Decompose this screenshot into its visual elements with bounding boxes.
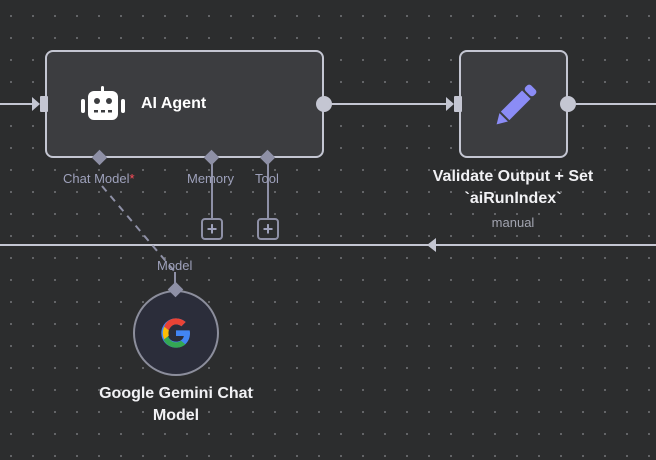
plus-icon: + — [262, 219, 274, 239]
gemini-title-line2: Model — [152, 407, 200, 424]
gemini-node[interactable] — [133, 290, 219, 376]
gemini-title: Google Gemini Chat Model — [76, 383, 276, 427]
add-tool-button[interactable]: + — [257, 218, 279, 240]
validate-output-port[interactable] — [560, 96, 576, 112]
plus-icon: + — [206, 219, 218, 239]
ai-agent-title: AI Agent — [141, 95, 207, 112]
ai-agent-node[interactable]: AI Agent — [45, 50, 324, 158]
chat-model-label-text: Chat Model — [63, 171, 130, 186]
gemini-title-line1: Google Gemini Chat — [99, 385, 253, 402]
ai-agent-output-port[interactable] — [316, 96, 332, 112]
add-memory-button[interactable]: + — [201, 218, 223, 240]
chat-model-port-label: Chat Model* — [63, 171, 135, 186]
arrowhead-left — [427, 238, 436, 252]
google-g-icon — [160, 317, 192, 354]
robot-icon — [80, 86, 126, 129]
gemini-output-label: Model — [157, 258, 193, 273]
tool-port-label: Tool — [255, 171, 279, 186]
validate-title-line2: `aiRunIndex` — [464, 190, 562, 207]
arrowhead — [446, 97, 454, 111]
arrowhead — [32, 97, 40, 111]
ai-agent-input-port[interactable] — [40, 96, 48, 112]
edge-chat-model-dashed[interactable] — [101, 185, 176, 273]
pencil-icon — [491, 82, 539, 135]
validate-title-line1: Validate Output + Set — [432, 168, 594, 185]
validate-output-subtitle: manual — [491, 215, 535, 230]
validate-output-node[interactable] — [459, 50, 568, 158]
validate-output-title: Validate Output + Set `aiRunIndex` — [403, 166, 623, 210]
memory-port-label: Memory — [187, 171, 234, 186]
validate-input-port[interactable] — [454, 96, 462, 112]
required-marker: * — [129, 171, 135, 186]
